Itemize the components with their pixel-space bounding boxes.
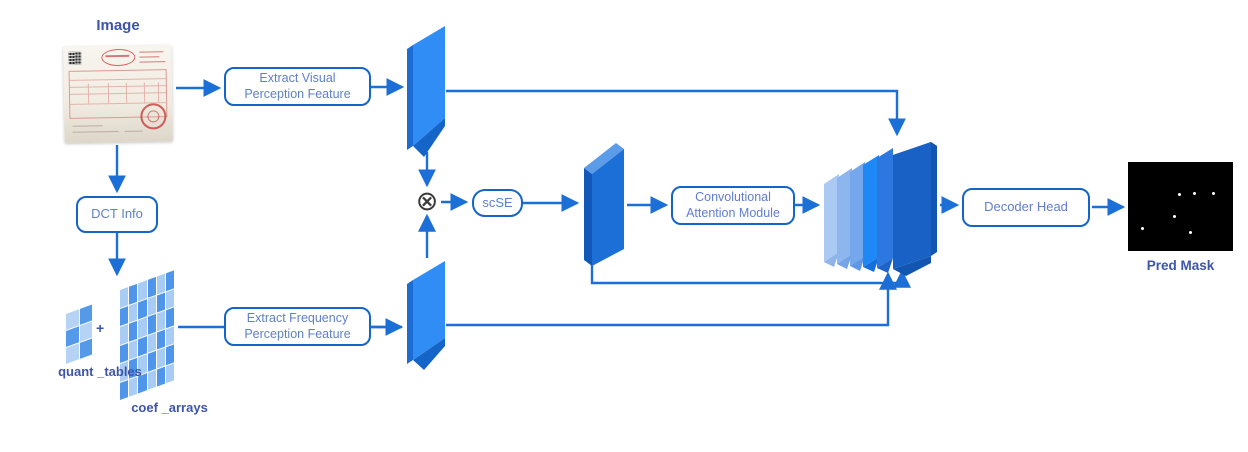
grid-cell (165, 325, 174, 347)
grid-cell (129, 320, 138, 342)
qr-code-icon (68, 51, 82, 65)
dct-info-box: DCT Info (76, 196, 158, 233)
input-image-thumbnail (63, 45, 173, 143)
grid-cell (165, 270, 174, 291)
plus-sign: + (96, 320, 105, 336)
grid-cell (120, 379, 129, 400)
image-label: Image (96, 17, 140, 34)
mask-dot (1212, 192, 1215, 196)
arrow-fused-feature-skip-to-stack-bottom (590, 264, 911, 288)
feature-stack (824, 142, 937, 276)
pred-mask-label: Pred Mask (1146, 258, 1215, 273)
arrow-visual-feature-to-stack-top (446, 89, 906, 137)
mask-dot (1178, 193, 1182, 197)
convolutional-attention-module-box: Convolutional Attention Module (671, 186, 795, 225)
grid-cell (147, 332, 156, 353)
grid-cell (120, 287, 129, 308)
grid-cell (165, 307, 174, 328)
grid-cell (138, 317, 147, 338)
grid-cell (165, 344, 174, 365)
mask-dot (1188, 231, 1192, 235)
grid-cell (138, 280, 147, 301)
grid-cell (147, 277, 156, 298)
extract-visual-feature-box: Extract Visual Perception Feature (224, 67, 371, 106)
arrow-frequency-feature-to-stack-bottom (446, 271, 897, 327)
grid-cell (120, 324, 129, 345)
grid-cell (120, 305, 129, 326)
fused-feature-map (584, 143, 624, 266)
extract-frequency-feature-box: Extract Frequency Perception Feature (224, 307, 371, 346)
grid-cell (138, 298, 147, 320)
grid-cell (147, 314, 156, 335)
grid-cell (165, 288, 174, 310)
mask-dot (1173, 215, 1177, 219)
grid-cell (138, 335, 147, 357)
grid-cell (156, 273, 165, 295)
mask-dot (1193, 192, 1197, 196)
grid-cell (129, 302, 138, 323)
pred-mask-image (1128, 162, 1233, 251)
grid-cell (165, 362, 174, 384)
grid-cell (129, 376, 138, 397)
elementwise-multiply-icon: ⊗ (415, 186, 439, 217)
grid-cell (129, 339, 138, 360)
grid-cell (156, 310, 165, 332)
quant-tables-grid (66, 304, 92, 364)
scse-box: scSE (472, 189, 523, 217)
coef-arrays-label: coef _arrays (131, 400, 208, 415)
coef-arrays-grid (120, 270, 174, 400)
visual-feature-map (407, 26, 445, 157)
frequency-feature-map (407, 261, 445, 370)
quant-tables-label: quant _tables (58, 364, 142, 379)
grid-cell (129, 283, 138, 305)
grid-cell (156, 292, 165, 313)
decoder-head-box: Decoder Head (962, 188, 1090, 227)
invoice-oval-stamp-icon (101, 48, 136, 67)
invoice-round-stamp-icon (140, 103, 167, 130)
grid-cell (156, 329, 165, 350)
grid-cell (147, 295, 156, 316)
mask-dot (1140, 226, 1144, 230)
grid-cell (120, 342, 129, 363)
